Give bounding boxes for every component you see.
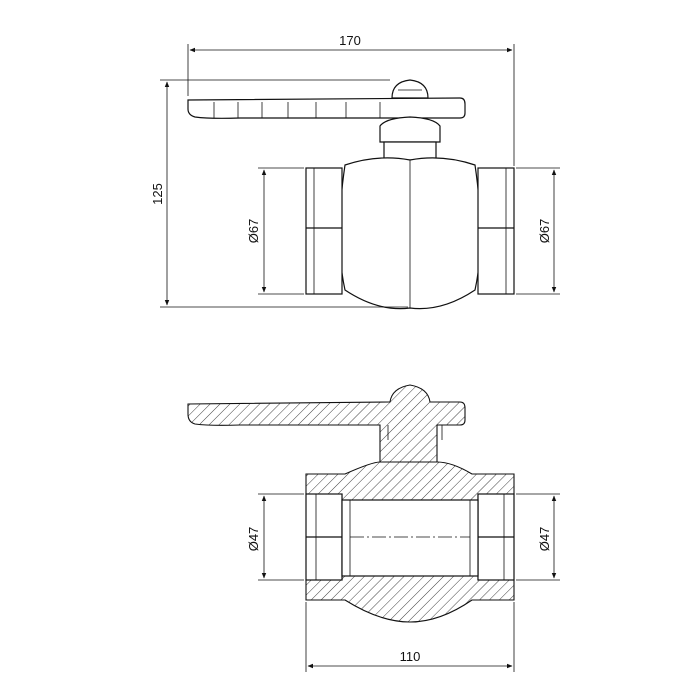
section-body-lower-wall [305,575,515,623]
right-end-connector [477,167,515,295]
dimension-label-125: 125 [150,183,165,205]
dimension-overall-length: 170 [187,33,515,166]
stem-neck [383,141,437,161]
dimension-body-length: 110 [305,602,515,672]
section-view [187,384,515,623]
handle-lever [187,97,466,119]
dimension-label-170: 170 [339,33,361,48]
section-left-port [305,493,343,581]
dimension-bore-diameter-right: Ø47 [516,493,560,581]
section-right-port [477,493,515,581]
section-bore [341,499,479,577]
dimension-outer-diameter-right: Ø67 [516,167,560,295]
dimension-bore-diameter-left: Ø47 [246,493,304,581]
handle-nut [391,79,429,99]
dimension-label-bore-left: Ø47 [246,527,261,552]
dimension-label-bore-right: Ø47 [537,527,552,552]
dimension-overall-height: 125 [150,79,408,308]
left-end-connector [305,167,343,295]
exterior-view [187,79,515,310]
dimension-outer-diameter-left: Ø67 [246,167,304,295]
section-handle-lever [187,384,466,463]
dimension-label-110: 110 [400,649,421,664]
dimension-label-od-right: Ø67 [537,219,552,244]
dimension-label-od-left: Ø67 [246,219,261,244]
stem-bonnet [379,116,441,143]
